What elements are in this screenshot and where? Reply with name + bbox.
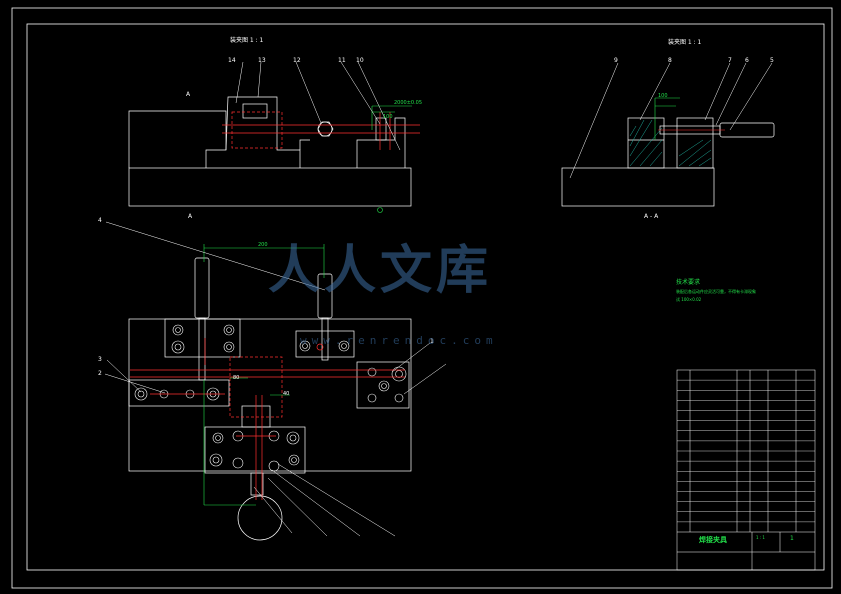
front-view xyxy=(128,96,412,207)
balloon-1: 1 xyxy=(430,338,434,345)
top-leaders xyxy=(104,221,447,537)
balloon-4: 4 xyxy=(98,217,102,224)
mid-dimension-2: 40 xyxy=(283,391,290,397)
section-marker-bottom: A xyxy=(188,213,193,220)
balloon-9: 9 xyxy=(614,57,618,64)
top-dimension: 200 xyxy=(258,242,268,248)
balloon-2: 2 xyxy=(98,370,102,377)
balloon-12: 12 xyxy=(293,57,301,64)
section-marker-top: A xyxy=(186,91,191,98)
top-view-bolts xyxy=(134,324,407,472)
tech-notes-title: 技术要求 xyxy=(676,279,701,286)
balloon-11: 11 xyxy=(338,57,346,64)
front-dimension-2: 100 xyxy=(383,114,393,120)
top-view-dims xyxy=(203,244,325,506)
side-section-label: A - A xyxy=(644,213,659,220)
mid-dimension: 80 xyxy=(233,375,240,381)
front-dimension: 2000±0.05 xyxy=(394,100,423,106)
side-dims xyxy=(654,97,680,140)
balloon-5: 5 xyxy=(770,57,774,64)
outer-frame xyxy=(11,7,833,589)
balloon-3: 3 xyxy=(98,356,102,363)
top-view xyxy=(128,257,412,541)
front-view-dims xyxy=(371,105,412,213)
front-leaders xyxy=(235,61,401,151)
side-view-title: 装夹图 1 : 1 xyxy=(668,39,702,46)
balloon-10: 10 xyxy=(356,57,364,64)
tech-notes-line-1: 装配后各运动件应灵活可靠，不得有卡滞现象 xyxy=(676,289,756,294)
title-block xyxy=(676,369,816,571)
side-dimension: 100 xyxy=(658,93,668,99)
title-block-title: 焊接夹具 xyxy=(699,536,727,544)
balloon-7: 7 xyxy=(728,57,732,64)
tech-notes-line-2: 试 100×0.02 xyxy=(676,297,702,302)
side-view xyxy=(561,117,775,207)
balloon-8: 8 xyxy=(668,57,672,64)
side-view-hatch xyxy=(629,119,712,167)
title-block-rows xyxy=(677,379,815,523)
watermark-logo: 人人文库 xyxy=(268,240,493,301)
balloon-6: 6 xyxy=(745,57,749,64)
title-block-sheet: 1 xyxy=(790,535,794,542)
front-view-title: 装夹图 1 : 1 xyxy=(230,37,264,44)
balloon-13: 13 xyxy=(258,57,266,64)
inner-frame xyxy=(26,23,825,571)
top-view-red xyxy=(130,338,405,500)
watermark-url: www.renrendoc.com xyxy=(300,334,498,347)
balloon-14: 14 xyxy=(228,57,236,64)
front-view-red xyxy=(222,111,420,150)
title-block-scale: 1 : 1 xyxy=(756,535,765,540)
side-leaders xyxy=(569,62,773,179)
